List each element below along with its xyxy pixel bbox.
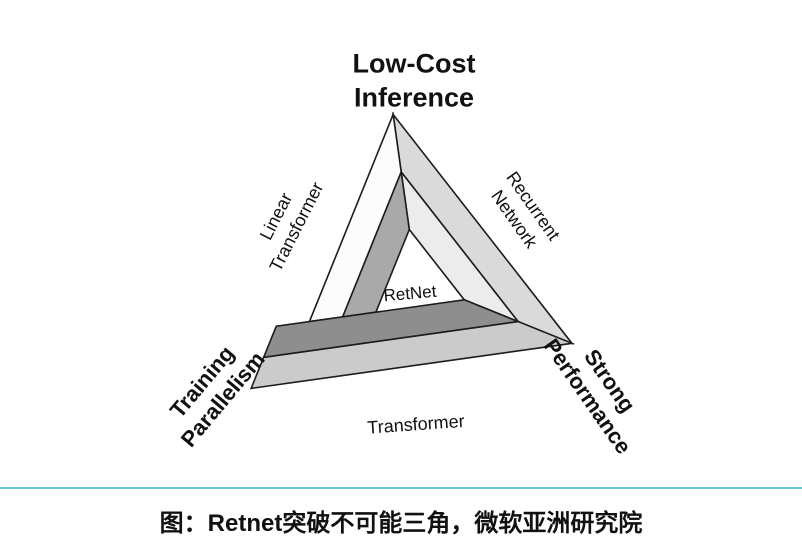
penrose-triangle-svg: [249, 111, 576, 390]
penrose-triangle-figure: [211, 90, 578, 395]
label-low-cost-inference: Low-Cost Inference: [353, 47, 476, 115]
figure-caption: 图：Retnet突破不可能三角，微软亚洲研究院: [159, 510, 643, 537]
label-transformer: Transformer: [366, 410, 466, 438]
bottom-bar-inner-face: [262, 298, 522, 359]
label-strong-performance: Strong Performance: [537, 319, 658, 460]
caption-divider-line: [0, 487, 802, 489]
label-low-cost-line: Low-Cost: [352, 48, 476, 79]
label-inference-line: Inference: [353, 82, 475, 112]
